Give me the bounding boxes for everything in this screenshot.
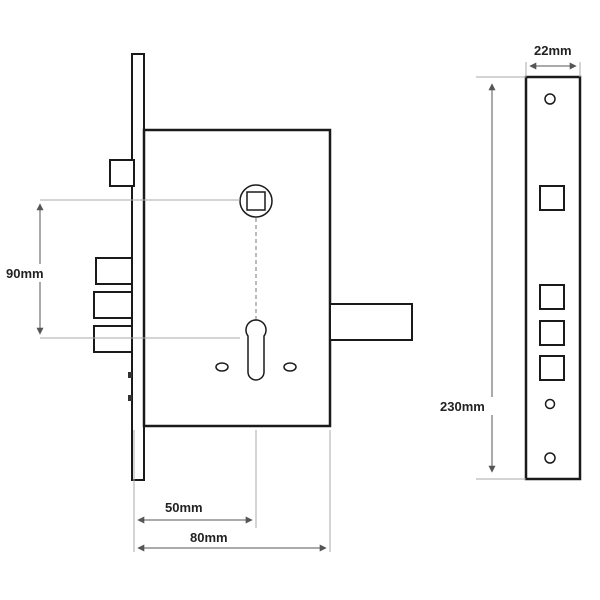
backset-label: 50mm	[165, 500, 203, 515]
dead-bolt-2	[93, 291, 133, 319]
faceplate	[524, 75, 582, 481]
bolt-opening-2	[539, 320, 565, 346]
faceplate-small-hole	[544, 398, 556, 410]
latch-bolt	[109, 159, 135, 187]
bolt-opening-1	[539, 284, 565, 310]
handle-square-hole	[246, 191, 266, 211]
front-dimensions: 22mm 230mm	[440, 43, 581, 480]
side-dimensions: 90mm 50mm 80mm	[2, 199, 331, 552]
lock-body-view	[93, 53, 413, 481]
dead-bolt-1	[95, 257, 133, 285]
keyhole-icon	[245, 319, 267, 381]
plate-mark	[128, 395, 132, 401]
front-plate	[131, 53, 145, 481]
height-label: 230mm	[440, 399, 485, 414]
faceplate-screw-hole	[544, 452, 556, 464]
width-label: 22mm	[534, 43, 572, 58]
faceplate-view	[524, 75, 582, 481]
faceplate-screw-hole	[544, 93, 556, 105]
lock-case	[142, 128, 332, 428]
screw-hole	[283, 362, 297, 372]
rear-bar	[329, 303, 413, 341]
bolt-opening-3	[539, 355, 565, 381]
plate-mark	[128, 372, 132, 378]
spacing-label: 90mm	[6, 266, 44, 281]
dead-bolt-3	[93, 325, 133, 353]
depth-label: 80mm	[190, 530, 228, 545]
latch-opening	[539, 185, 565, 211]
screw-hole	[215, 362, 229, 372]
